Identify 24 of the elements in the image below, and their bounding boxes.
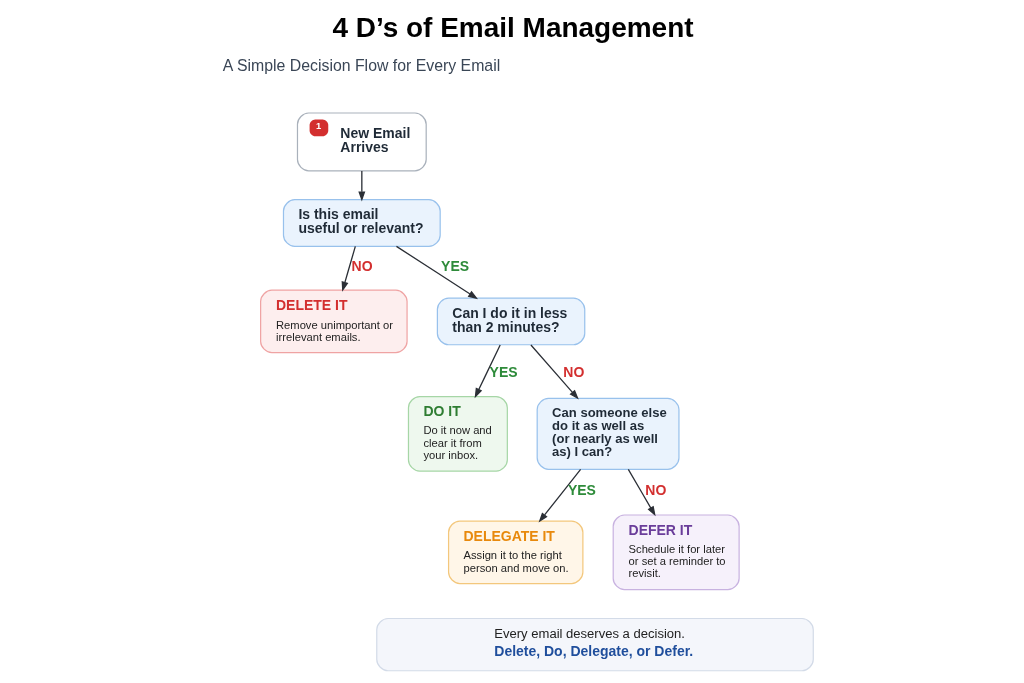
edge-label: YES	[489, 363, 518, 380]
node-box: Is this email useful or relevant?	[282, 199, 441, 247]
edge-label: YES	[567, 482, 596, 499]
diagram-title: 4 D’s of Email Management	[332, 12, 694, 44]
node-box: Can I do it in less than 2 minutes?	[436, 297, 586, 346]
node-box: DELEGATE IT Assign it to the right person and move on.	[447, 520, 584, 585]
edge-label: NO	[351, 257, 373, 274]
label: A Simple Decision Flow for Every Email	[222, 57, 501, 75]
arrow	[538, 468, 582, 523]
arrow	[530, 344, 579, 400]
node-box: DEFER IT Schedule it for later or set a reminder to revisit.	[612, 514, 740, 591]
arrow	[395, 245, 479, 300]
arrow	[358, 170, 366, 202]
node-box: DELETE IT Remove unimportant or irrelevant emails.	[260, 289, 408, 354]
edge-label: NO	[645, 482, 667, 499]
arrow	[627, 468, 656, 517]
arrow	[341, 245, 356, 292]
node-box: DO IT Do it now and clear it from your inbox.	[407, 395, 508, 472]
node-box: 1 New Email Arrives	[296, 112, 427, 172]
node-box: Can someone else do it as well as (or nearly as well as) I can?	[536, 397, 680, 470]
node-box: Every email deserves a decision. Delete, Do, Delegate, or Defer.	[376, 617, 814, 672]
edge-label: YES	[441, 257, 470, 274]
arrow	[474, 344, 501, 399]
edge-label: NO	[563, 363, 585, 380]
